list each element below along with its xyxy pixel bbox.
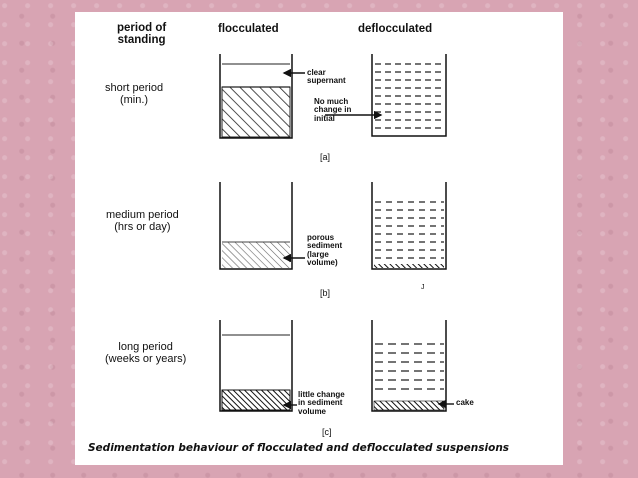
sedimentation-diagram [219, 54, 454, 412]
figure-panel: period of standing flocculated defloccul… [75, 12, 563, 465]
row-label-long: long period (weeks or years) [105, 341, 187, 365]
beaker-b-flocculated [219, 182, 293, 270]
figure-caption: Sedimentation behaviour of flocculated a… [88, 442, 510, 454]
annotation-little-change: little change in sediment volume [298, 390, 345, 416]
beaker-a-flocculated [219, 54, 293, 139]
annotation-porous-sediment: porous sediment (large volume) [307, 233, 343, 268]
figure-label-b: [b] [320, 288, 331, 298]
annotation-no-much-change: No much change in initial [314, 97, 352, 123]
beaker-a-deflocculated [371, 54, 447, 137]
figure-label-a: [a] [320, 152, 331, 162]
beaker-b-deflocculated [371, 182, 447, 270]
figure-label-c: [c] [322, 427, 332, 437]
period-header: period of standing [117, 22, 167, 47]
stray-mark: J [421, 284, 425, 291]
row-label-short: short period (min.) [105, 82, 164, 106]
flocculated-header: flocculated [218, 23, 279, 35]
deflocculated-header: deflocculated [358, 23, 433, 35]
annotation-arrows [282, 68, 454, 410]
annotation-clear-supernant: clear supernant [307, 68, 346, 86]
beaker-c-deflocculated [371, 320, 447, 412]
row-label-medium: medium period (hrs or day) [106, 209, 179, 233]
beaker-c-flocculated [219, 320, 293, 412]
annotation-cake: cake [456, 398, 474, 407]
